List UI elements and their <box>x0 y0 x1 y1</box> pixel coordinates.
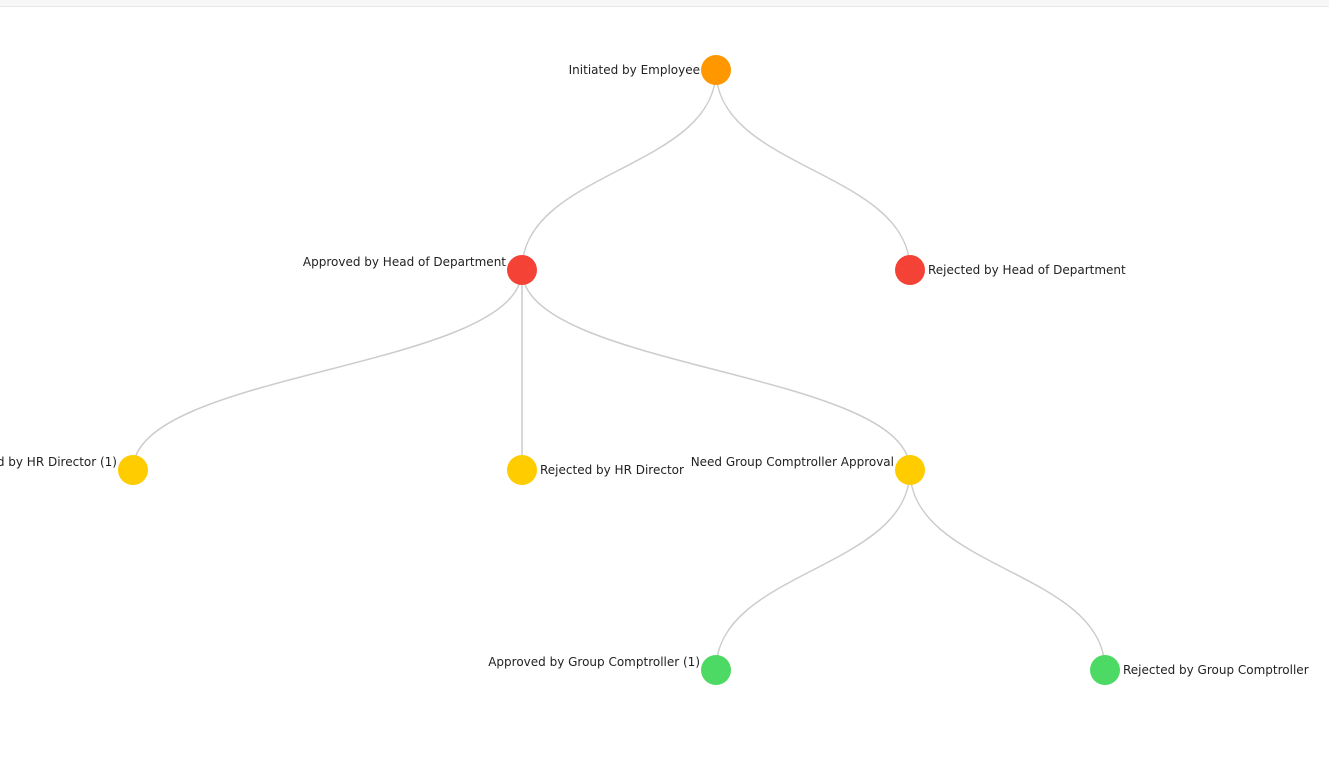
edge-initiated-to-approved-hod <box>521 69 717 271</box>
node-approved-gc[interactable]: Approved by Group Comptroller (1) <box>488 655 731 685</box>
node-label-approved-hr: Approved by HR Director (1) <box>0 455 117 469</box>
edge-approved-hod-to-need-gc <box>521 269 911 471</box>
node-circle-approved-gc[interactable] <box>701 655 731 685</box>
node-label-initiated: Initiated by Employee <box>569 63 700 77</box>
node-label-approved-gc: Approved by Group Comptroller (1) <box>488 655 700 669</box>
node-label-need-gc: Need Group Comptroller Approval <box>691 455 894 469</box>
edge-approved-hod-to-approved-hr <box>132 269 523 471</box>
node-circle-initiated[interactable] <box>701 55 731 85</box>
node-label-rejected-hr: Rejected by HR Director <box>540 463 684 477</box>
edge-initiated-to-rejected-hod <box>715 69 911 271</box>
node-circle-rejected-hod[interactable] <box>895 255 925 285</box>
node-initiated[interactable]: Initiated by Employee <box>569 55 731 85</box>
edge-need-gc-to-rejected-gc <box>909 469 1106 671</box>
top-border <box>0 0 1329 7</box>
node-label-rejected-hod: Rejected by Head of Department <box>928 263 1126 277</box>
edge-need-gc-to-approved-gc <box>715 469 911 671</box>
node-approved-hod[interactable]: Approved by Head of Department <box>303 255 537 285</box>
node-circle-need-gc[interactable] <box>895 455 925 485</box>
node-circle-approved-hod[interactable] <box>507 255 537 285</box>
edges-layer <box>132 69 1106 671</box>
node-rejected-hr[interactable]: Rejected by HR Director <box>507 455 684 485</box>
node-label-rejected-gc: Rejected by Group Comptroller <box>1123 663 1309 677</box>
node-approved-hr[interactable]: Approved by HR Director (1) <box>0 455 148 485</box>
node-rejected-hod[interactable]: Rejected by Head of Department <box>895 255 1126 285</box>
node-circle-rejected-hr[interactable] <box>507 455 537 485</box>
node-circle-approved-hr[interactable] <box>118 455 148 485</box>
node-circle-rejected-gc[interactable] <box>1090 655 1120 685</box>
node-need-gc[interactable]: Need Group Comptroller Approval <box>691 455 925 485</box>
node-label-approved-hod: Approved by Head of Department <box>303 255 506 269</box>
node-rejected-gc[interactable]: Rejected by Group Comptroller <box>1090 655 1309 685</box>
